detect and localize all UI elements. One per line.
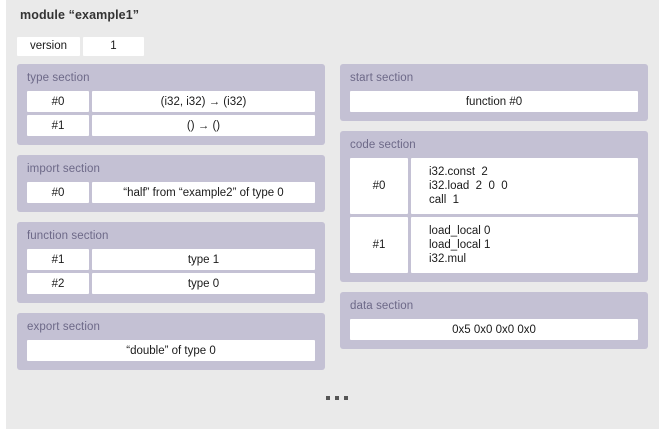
function-row-index: #2 xyxy=(27,273,89,294)
function-row-index: #1 xyxy=(27,249,89,270)
function-row-value: type 1 xyxy=(92,249,315,270)
code-line: i32.mul xyxy=(429,253,467,265)
left-column: type section #0 (i32, i32) → (i32) #1 ()… xyxy=(17,64,325,370)
function-row-value: type 0 xyxy=(92,273,315,294)
function-section: function section #1 type 1 #2 type 0 xyxy=(17,222,325,303)
module-title: module “example1” xyxy=(20,8,140,22)
start-section-rows: function #0 xyxy=(350,91,638,112)
import-section-title: import section xyxy=(27,163,100,175)
sections-layout: type section #0 (i32, i32) → (i32) #1 ()… xyxy=(17,64,648,370)
table-row: #1 () → () xyxy=(27,115,315,136)
export-section-rows: “double” of type 0 xyxy=(27,340,315,361)
code-row-index: #0 xyxy=(350,158,408,214)
type-row-value: () → () xyxy=(92,115,315,136)
table-row: #1 load_local 0 load_local 1 i32.mul xyxy=(350,217,638,273)
type-row-index: #0 xyxy=(27,91,89,112)
version-label: version xyxy=(17,37,80,56)
type-section-rows: #0 (i32, i32) → (i32) #1 () → () xyxy=(27,91,315,136)
code-line: load_local 0 xyxy=(429,225,491,237)
module-canvas: module “example1” version 1 type section… xyxy=(6,0,659,429)
table-row: #0 (i32, i32) → (i32) xyxy=(27,91,315,112)
code-row-body: load_local 0 load_local 1 i32.mul xyxy=(411,217,638,273)
function-section-title: function section xyxy=(27,230,109,242)
table-row: #1 type 1 xyxy=(27,249,315,270)
export-row-value: “double” of type 0 xyxy=(27,340,315,361)
code-section-title: code section xyxy=(350,139,416,151)
code-row-body: i32.const 2 i32.load 2 0 0 call 1 xyxy=(411,158,638,214)
type-row-value: (i32, i32) → (i32) xyxy=(92,91,315,112)
data-row-value: 0x5 0x0 0x0 0x0 xyxy=(350,319,638,340)
version-value: 1 xyxy=(83,37,144,56)
table-row: #0 “half” from “example2” of type 0 xyxy=(27,182,315,203)
data-section-title: data section xyxy=(350,300,414,312)
start-section: start section function #0 xyxy=(340,64,648,121)
code-line: i32.const 2 xyxy=(429,166,488,178)
overflow-ellipsis-icon xyxy=(6,396,659,400)
table-row: #0 i32.const 2 i32.load 2 0 0 call 1 xyxy=(350,158,638,214)
code-row-index: #1 xyxy=(350,217,408,273)
table-row: #2 type 0 xyxy=(27,273,315,294)
code-line: call 1 xyxy=(429,194,460,206)
import-row-value: “half” from “example2” of type 0 xyxy=(92,182,315,203)
type-section: type section #0 (i32, i32) → (i32) #1 ()… xyxy=(17,64,325,145)
ellipsis-dot xyxy=(325,396,330,400)
data-section-rows: 0x5 0x0 0x0 0x0 xyxy=(350,319,638,340)
ellipsis-dot xyxy=(334,396,339,400)
export-section-title: export section xyxy=(27,321,100,333)
import-section-rows: #0 “half” from “example2” of type 0 xyxy=(27,182,315,203)
start-section-title: start section xyxy=(350,72,414,84)
import-section: import section #0 “half” from “example2”… xyxy=(17,155,325,212)
code-section-rows: #0 i32.const 2 i32.load 2 0 0 call 1 #1 … xyxy=(350,158,638,273)
export-section: export section “double” of type 0 xyxy=(17,313,325,370)
data-section: data section 0x5 0x0 0x0 0x0 xyxy=(340,292,648,349)
code-section: code section #0 i32.const 2 i32.load 2 0… xyxy=(340,131,648,282)
type-section-title: type section xyxy=(27,72,90,84)
import-row-index: #0 xyxy=(27,182,89,203)
type-row-index: #1 xyxy=(27,115,89,136)
right-column: start section function #0 code section #… xyxy=(340,64,648,349)
function-section-rows: #1 type 1 #2 type 0 xyxy=(27,249,315,294)
start-row-value: function #0 xyxy=(350,91,638,112)
code-line: load_local 1 xyxy=(429,239,491,251)
version-row: version 1 xyxy=(17,37,144,56)
ellipsis-dot xyxy=(343,396,348,400)
code-line: i32.load 2 0 0 xyxy=(429,180,508,192)
